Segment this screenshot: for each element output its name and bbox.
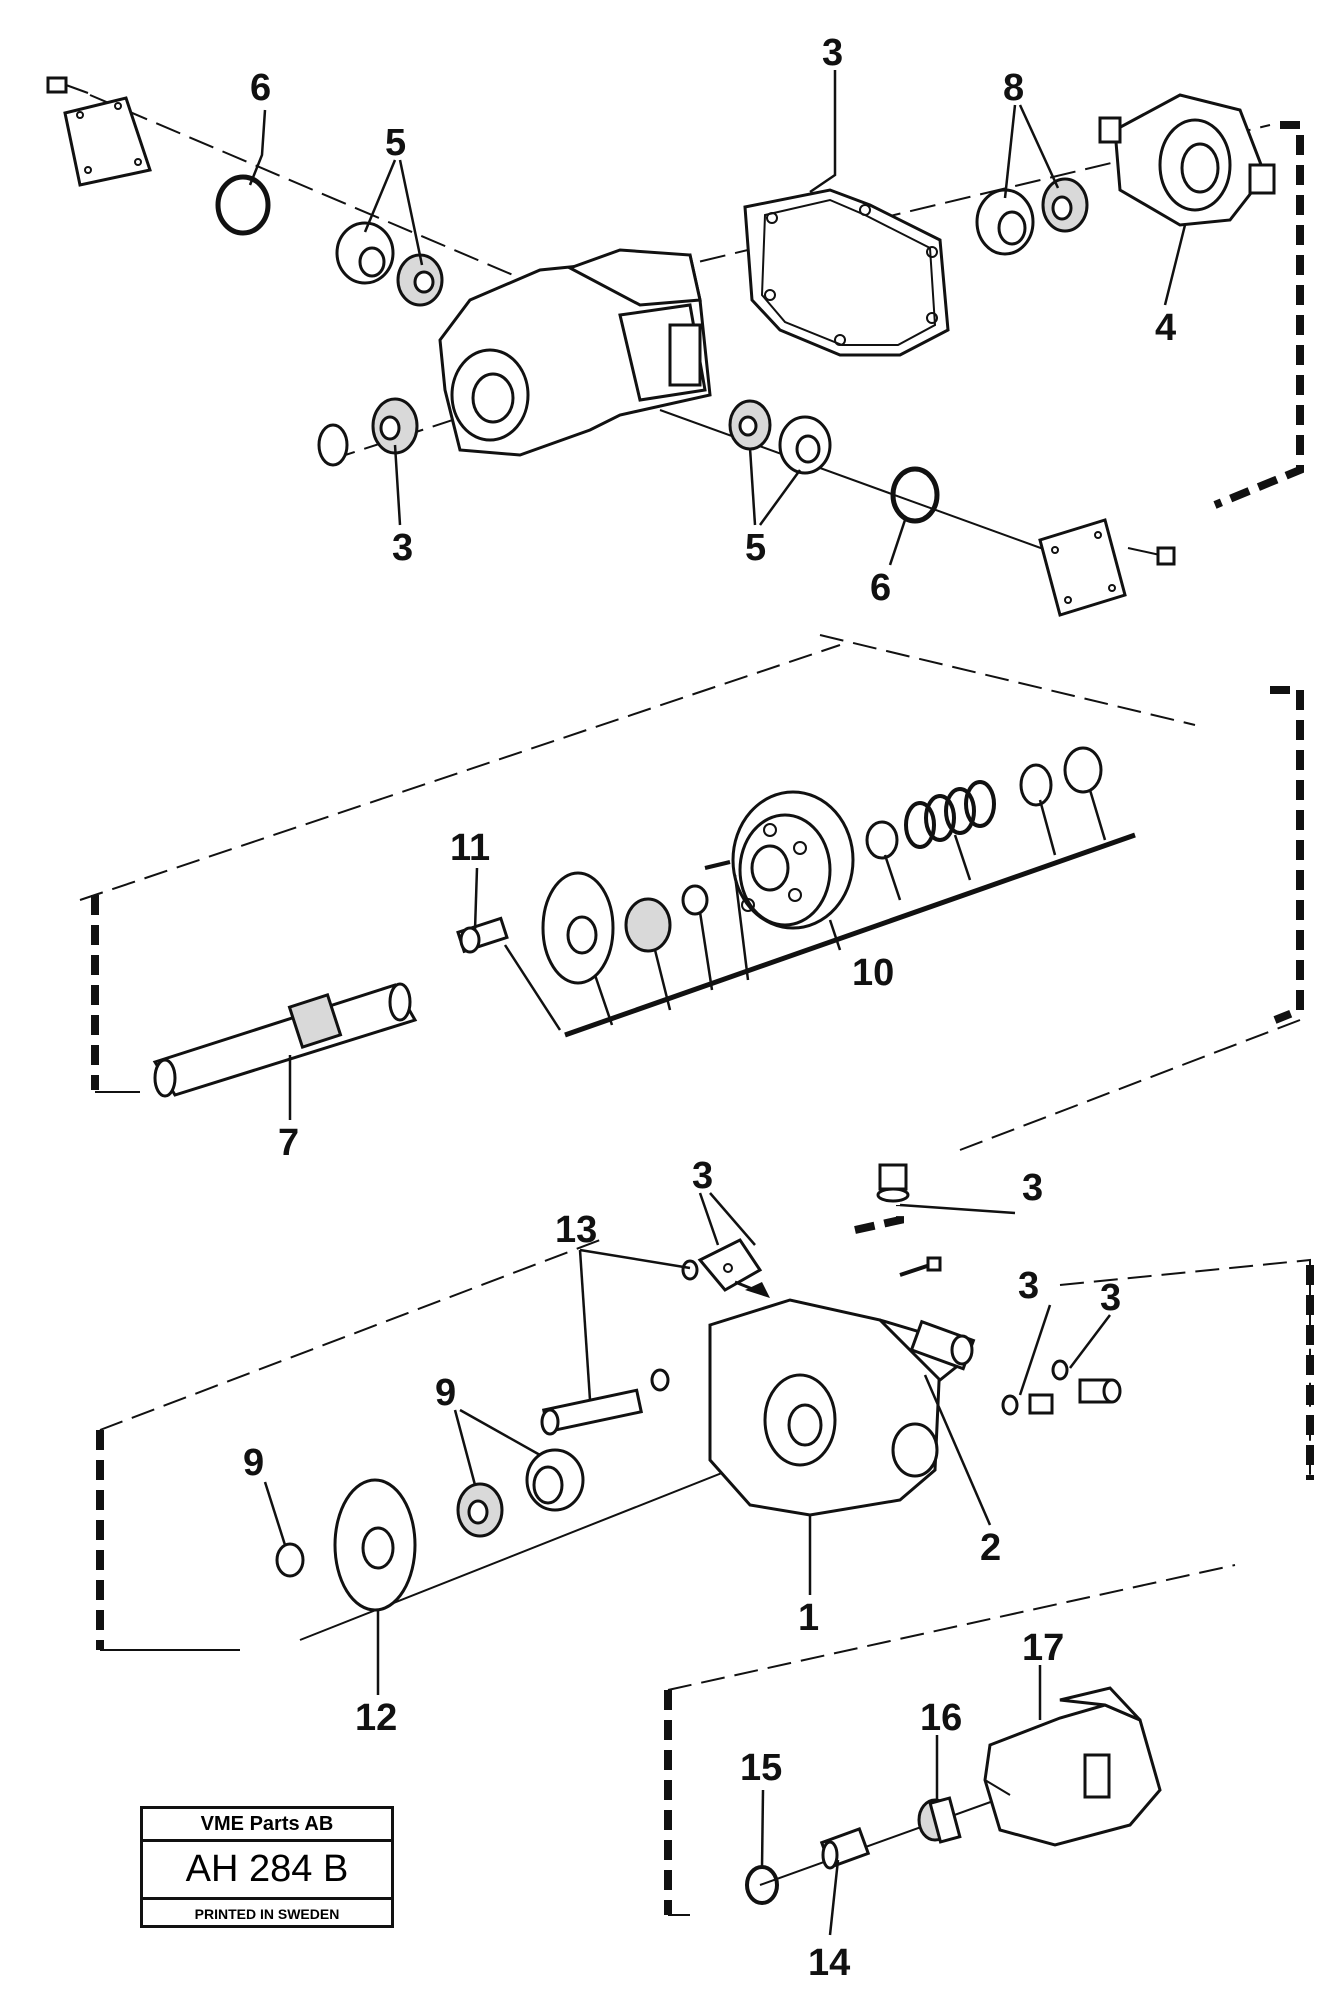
kit-bracket bbox=[564, 832, 1136, 1038]
bottom-assembly bbox=[664, 1564, 1236, 1916]
callout-11: 11 bbox=[450, 827, 490, 869]
gasket bbox=[743, 188, 950, 357]
callout-3-plate: 3 bbox=[692, 1155, 713, 1197]
seal-9 bbox=[275, 1542, 305, 1578]
screw-lower-right bbox=[1127, 546, 1176, 566]
callout-5-top: 5 bbox=[385, 122, 406, 164]
roller-bearing-left bbox=[371, 397, 419, 455]
ring bbox=[1019, 763, 1053, 807]
cylinder-block bbox=[731, 790, 855, 930]
screw-small bbox=[899, 1256, 942, 1277]
bushing bbox=[624, 897, 672, 953]
valve-plate bbox=[697, 1238, 763, 1292]
callout-15: 15 bbox=[740, 1747, 782, 1789]
callout-labels: 6 5 3 8 4 3 5 6 11 10 7 3 3 13 3 3 9 9 2… bbox=[243, 32, 1176, 1984]
callout-5-lower: 5 bbox=[745, 527, 766, 569]
o-ring-lower bbox=[890, 466, 940, 524]
pump-housing bbox=[438, 248, 712, 457]
o-ring-top bbox=[215, 174, 271, 236]
bearing-race-9 bbox=[525, 1448, 585, 1512]
bushing-16 bbox=[917, 1796, 962, 1844]
title-stamp: VME Parts AB AH 284 B PRINTED IN SWEDEN bbox=[140, 1806, 394, 1928]
callout-3-seal: 3 bbox=[1018, 1265, 1039, 1307]
roller-bearing-top bbox=[396, 253, 444, 307]
callout-3-gasket: 3 bbox=[822, 32, 843, 74]
seal-ring-b bbox=[1051, 1359, 1069, 1381]
callout-3-left: 3 bbox=[392, 527, 413, 569]
callout-6-lower: 6 bbox=[870, 567, 891, 609]
stamp-company: VME Parts AB bbox=[143, 1809, 391, 1842]
pin bbox=[704, 860, 731, 870]
snap-ring-left bbox=[317, 423, 349, 467]
cover-plate-lower bbox=[1038, 518, 1127, 617]
bearing-race-top bbox=[335, 221, 395, 285]
roller-bearing-8 bbox=[1041, 177, 1089, 233]
callout-8: 8 bbox=[1003, 67, 1024, 109]
callout-17: 17 bbox=[1022, 1627, 1064, 1669]
motor-17 bbox=[983, 1686, 1162, 1847]
cover-plate-top bbox=[63, 96, 152, 187]
callout-3-plug-right: 3 bbox=[1100, 1277, 1121, 1319]
callout-2: 2 bbox=[980, 1527, 1001, 1569]
stamp-printed: PRINTED IN SWEDEN bbox=[194, 1906, 340, 1922]
callout-7: 7 bbox=[278, 1122, 299, 1164]
callout-14: 14 bbox=[808, 1942, 850, 1984]
pin-13 bbox=[540, 1388, 644, 1436]
bearing-race-8 bbox=[975, 188, 1035, 256]
callout-13: 13 bbox=[555, 1209, 597, 1251]
roller-bearing-9 bbox=[456, 1482, 504, 1538]
callout-9-seal: 9 bbox=[243, 1442, 264, 1484]
plug-top bbox=[876, 1163, 910, 1203]
o-ring-small bbox=[681, 1259, 699, 1281]
clip bbox=[681, 884, 709, 916]
plug-b bbox=[1078, 1378, 1122, 1404]
stamp-code: AH 284 B bbox=[143, 1842, 391, 1900]
callout-16: 16 bbox=[920, 1697, 962, 1739]
fitting bbox=[909, 1319, 976, 1371]
bearing-housing bbox=[1098, 93, 1276, 227]
screw-top-left bbox=[46, 76, 89, 94]
port-plate-12 bbox=[333, 1478, 417, 1612]
plug-a bbox=[1028, 1393, 1054, 1415]
retaining-ring bbox=[1063, 746, 1103, 794]
lower-assembly bbox=[96, 1163, 1314, 1651]
callout-1: 1 bbox=[798, 1597, 819, 1639]
leader-lines bbox=[248, 70, 1187, 1936]
callout-6-top: 6 bbox=[250, 67, 271, 109]
port-plate bbox=[541, 871, 615, 985]
top-assembly bbox=[46, 76, 1304, 617]
spring bbox=[904, 780, 996, 849]
o-ring-13 bbox=[650, 1368, 670, 1392]
middle-assembly bbox=[79, 634, 1304, 1151]
bearing-race-lower bbox=[778, 415, 832, 475]
guide-pin bbox=[456, 916, 509, 954]
end-cover bbox=[708, 1298, 968, 1517]
callout-3-plug: 3 bbox=[1022, 1167, 1043, 1209]
callout-12: 12 bbox=[355, 1697, 397, 1739]
callout-10: 10 bbox=[852, 952, 894, 994]
callout-9-bearing: 9 bbox=[435, 1372, 456, 1414]
callout-4: 4 bbox=[1155, 307, 1176, 349]
sleeve-14 bbox=[819, 1827, 871, 1870]
roller-bearing-lower bbox=[728, 399, 772, 451]
seal-ring-a bbox=[1001, 1394, 1019, 1416]
drive-shaft bbox=[152, 982, 418, 1098]
washer bbox=[865, 820, 899, 860]
